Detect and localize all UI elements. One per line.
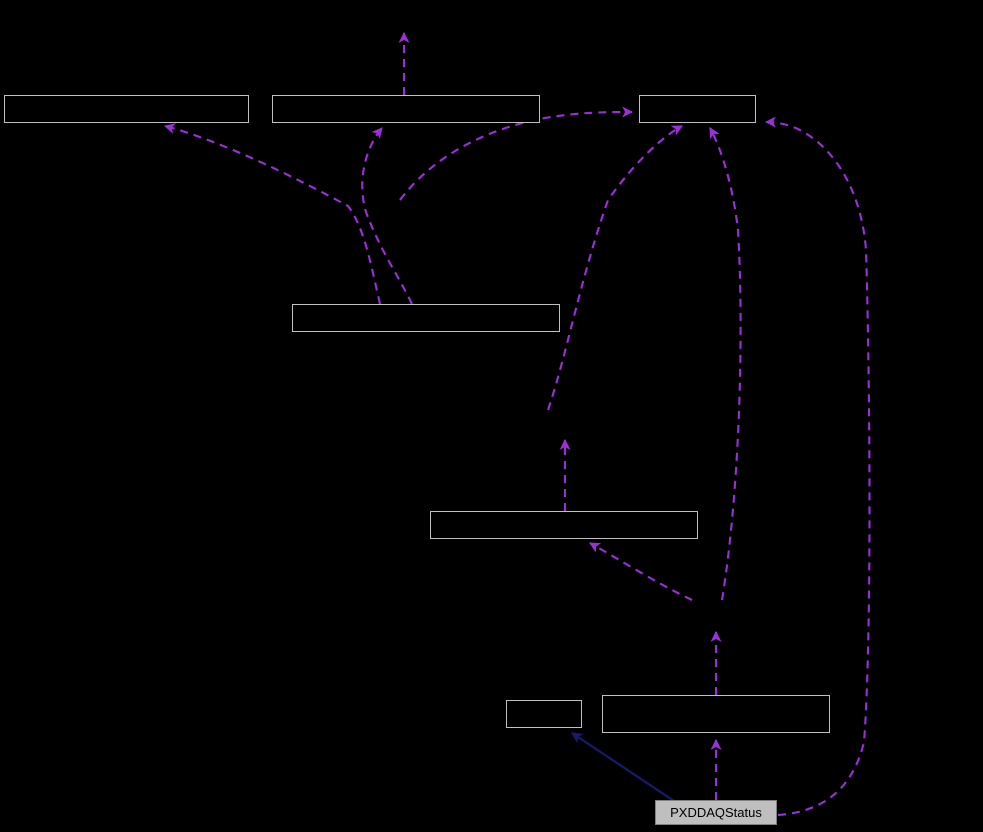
class-node-3[interactable] [292,304,560,332]
class-node-6[interactable] [602,695,830,733]
class-node-1[interactable] [272,95,540,123]
usage-edge-n5-n3 [547,125,683,411]
class-node-4[interactable] [430,511,698,539]
inheritance-edge-group [571,732,681,806]
usage-edge-n4-n3 [399,106,634,201]
usage-edge-n4-n1 [163,123,382,305]
usage-edge-n8-n3 [764,116,871,817]
class-node-5[interactable] [506,700,582,728]
inheritance-edge-n8-n6 [571,732,681,806]
usage-edge-n7-n5 [589,542,693,601]
class-node-2[interactable] [639,95,756,123]
usage-edge-n4-n2 [361,127,413,305]
class-node-0[interactable] [4,95,249,123]
usage-edge-n7-n3 [709,127,742,601]
class-node-pxddaqstatus[interactable]: PXDDAQStatus [655,800,777,825]
